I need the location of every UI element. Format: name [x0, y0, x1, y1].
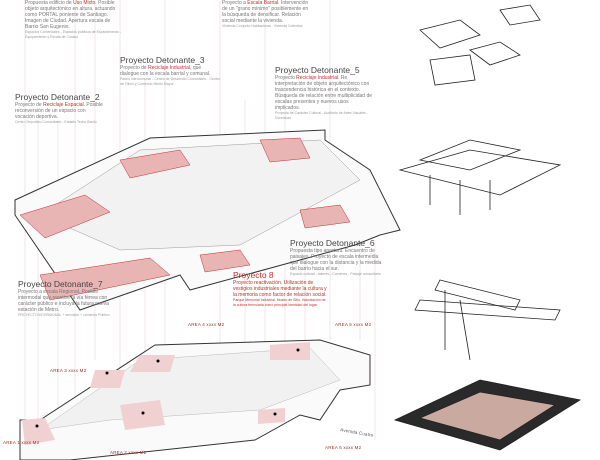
area-6-label: AREA 6 xxxx M2 [325, 445, 362, 450]
note-small: Centro Deportivo Comunitario - Estadio T… [15, 120, 97, 124]
area-2-label: AREA 2 xxxx M2 [110, 450, 147, 455]
project-note-7: Proyecto Detonante_7 Proyecto a escala R… [18, 279, 113, 318]
note-title: Proyecto Detonante_6 [290, 238, 375, 248]
note-text: . Posible objeto arquitectónico en altur… [25, 0, 116, 30]
note-small: Espacios Comerciales - Espacios públicos… [25, 30, 121, 39]
note-small: Vivienda Conjunto Habitacional - Viviend… [222, 24, 303, 28]
note-title: Proyecto Detonante_2 [15, 92, 100, 102]
note-text: Propuesta edificio de [25, 0, 74, 6]
area-5-label: AREA 5 xxxx M2 [335, 322, 372, 327]
project-note-5: Proyecto Detonante_5 Proyecto Reciclaje … [275, 65, 375, 120]
note-text: Proyecto de [120, 65, 149, 71]
note-small: Proyecto de Carácter Cultural - Auditori… [275, 111, 368, 120]
note-title: Proyecto Detonante_5 [275, 65, 360, 75]
note-text: . Intervención de un "grano mínimo" posi… [222, 0, 309, 24]
note-highlight: Uso Mixto [73, 0, 96, 6]
note-small: Parque Memorial Industrial, Museo de Sit… [233, 298, 326, 307]
note-text: Propuesta tipo apertura. Encuentro de pa… [290, 248, 382, 272]
note-small: PROYECTO INTERMODAL + servicios + comerc… [18, 313, 110, 317]
note-text: Proyecto [275, 75, 297, 81]
note-small: Paseo Intercomunal - Centro de Desarroll… [120, 77, 220, 86]
note-highlight: Reciclaje Espacial [43, 102, 84, 108]
upper-axonometric-site [14, 129, 401, 311]
project-note-3: Proyecto Detonante_3 Proyecto de Recicla… [120, 55, 220, 86]
area-1-label: AREA 1 xxxx M2 [3, 440, 40, 445]
sketches [393, 4, 582, 451]
note-text: Proyecto a [222, 0, 248, 6]
lower-axonometric-site [19, 339, 371, 460]
project-note-6: Proyecto Detonante_6 Propuesta tipo aper… [290, 238, 385, 277]
project-note-8: Proyecto 8 Proyecto reactivación. Utiliz… [233, 270, 328, 307]
note-text: , que dialogue con la escala barrial y c… [120, 65, 211, 77]
note-title: Proyecto Detonante_7 [18, 279, 103, 289]
project-note-2: Proyecto Detonante_2 Proyecto de Recicla… [15, 92, 105, 125]
note-text: . Re interpretación de objeto arquitectó… [275, 75, 373, 111]
note-title: Proyecto Detonante_3 [120, 55, 205, 65]
note-title: Proyecto 8 [233, 270, 274, 280]
note-text: Proyecto reactivación. Utilización de ve… [233, 280, 327, 298]
note-highlight: Reciclaje Industrial [296, 75, 339, 81]
area-4-label: AREA 4 xxxx M2 [188, 322, 225, 327]
note-text: Proyecto de [15, 102, 44, 108]
project-note-4: Proyecto a Escala Barrial. Intervención … [222, 0, 312, 29]
note-highlight: Reciclaje Industrial [148, 65, 191, 71]
project-note-1: Propuesta edificio de Uso Mixto. Posible… [25, 0, 125, 39]
note-small: Espacio cultural - talleres - Comercio -… [290, 272, 381, 276]
note-text: Proyecto a escala Regional. Posible inte… [18, 289, 109, 313]
area-3-label: AREA 3 xxxx M2 [50, 368, 87, 373]
note-highlight: Escala Barrial [247, 0, 279, 6]
note-text: . Posible reconversión de un espacio con… [15, 102, 103, 120]
